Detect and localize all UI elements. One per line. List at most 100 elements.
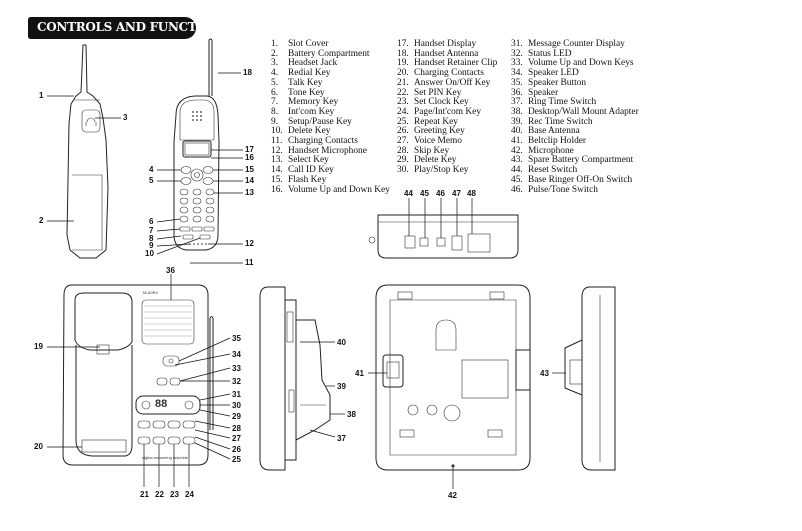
legend-label: Charging Contacts — [414, 68, 484, 79]
legend-number: 18. — [397, 48, 409, 59]
legend-item: 46.Pulse/Tone Switch — [511, 185, 598, 195]
legend-item: 43.Spare Battery Compartment — [511, 155, 633, 165]
legend-number: 4. — [271, 68, 279, 79]
callout-6: 6 — [149, 217, 154, 226]
legend-label: Ring Time Switch — [528, 97, 597, 108]
legend-item: 3.Headset Jack — [271, 58, 337, 68]
legend-label: Desktop/Wall Mount Adapter — [528, 106, 639, 117]
legend-number: 28. — [397, 145, 409, 156]
legend-item: 9.Setup/Pause Key — [271, 117, 352, 127]
legend-item: 22.Set PIN Key — [397, 88, 461, 98]
legend-label: Base Ringer Off-On Switch — [528, 174, 633, 185]
legend-item: 6. Tone Key — [271, 88, 325, 98]
callout-28: 28 — [232, 424, 241, 433]
legend-number: 16. — [271, 184, 283, 195]
legend-number: 41. — [511, 136, 523, 146]
legend-label: Select Key — [288, 155, 329, 166]
legend-item: 10.Delete Key — [271, 126, 330, 136]
callout-11: 11 — [245, 258, 254, 267]
legend-item: 27.Voice Memo — [397, 136, 462, 146]
legend-number: 45. — [511, 174, 523, 185]
callout-32: 32 — [232, 377, 241, 386]
legend-number: 40. — [511, 126, 523, 137]
legend-label: Greeting Key — [414, 126, 465, 137]
legend-item: 32.Status LED — [511, 49, 572, 59]
callout-2: 2 — [39, 216, 44, 225]
legend-number: 12. — [271, 145, 283, 156]
legend-label: Delete Key — [414, 155, 457, 166]
legend-label: Handset Display — [414, 39, 477, 49]
legend-item: 24.Page/Int'com Key — [397, 107, 481, 117]
callout-19: 19 — [34, 342, 43, 351]
legend-item: 21.Answer On/Off Key — [397, 78, 490, 88]
legend-label: Headset Jack — [288, 58, 338, 69]
legend-label: Call ID Key — [288, 165, 334, 176]
callout-38: 38 — [347, 410, 356, 419]
legend-number: 26. — [397, 126, 409, 137]
legend-label: Skip Key — [414, 145, 450, 156]
base-back-view — [375, 284, 531, 471]
legend-item: 14. Call ID Key — [271, 165, 334, 175]
callout-16: 16 — [245, 153, 254, 162]
legend-number: 30. — [397, 165, 409, 176]
callout-17: 17 — [245, 145, 254, 154]
legend-item: 13. Select Key — [271, 155, 329, 165]
legend-number: 5. — [271, 77, 279, 88]
legend-item: 5. Talk Key — [271, 78, 323, 88]
callout-13: 13 — [245, 188, 254, 197]
legend-number: 13. — [271, 155, 283, 166]
legend-number: 38. — [511, 106, 523, 117]
callout-27: 27 — [232, 434, 241, 443]
legend-item: 2.Battery Compartment — [271, 49, 370, 59]
handset-front-view — [173, 38, 220, 251]
section-title: CONTROLS AND FUNCTIONS — [37, 20, 232, 34]
legend-item: 16.Volume Up and Down Key — [271, 185, 390, 195]
legend-label: Battery Compartment — [288, 48, 370, 59]
legend-label: Message Counter Display — [528, 39, 625, 49]
legend-label: Slot Cover — [288, 39, 329, 49]
legend-label: Volume Up and Down Keys — [528, 58, 634, 69]
legend-item: 12.Handset Microphone — [271, 146, 367, 156]
legend-number: 22. — [397, 87, 409, 98]
legend-number: 24. — [397, 106, 409, 117]
callout-47: 47 — [452, 189, 461, 198]
legend-item: 4.Redial Key — [271, 68, 330, 78]
legend-number: 7. — [271, 97, 279, 108]
legend-item: 28. Skip Key — [397, 146, 449, 156]
callout-23: 23 — [170, 490, 179, 499]
legend-label: Flash Key — [288, 174, 327, 185]
legend-label: Voice Memo — [414, 136, 462, 146]
callout-24: 24 — [185, 490, 194, 499]
callout-5: 5 — [149, 176, 154, 185]
legend-number: 6. — [271, 87, 279, 98]
legend-number: 14. — [271, 165, 283, 176]
callout-20: 20 — [34, 442, 43, 451]
callout-9: 9 — [149, 241, 154, 250]
legend-label: Play/Stop Key — [414, 165, 469, 176]
legend-item: 20.Charging Contacts — [397, 68, 484, 78]
legend-label: Answer On/Off Key — [414, 77, 491, 88]
legend-number: 33. — [511, 58, 523, 69]
legend-label: Talk Key — [288, 77, 323, 88]
legend-item: 30. Play/Stop Key — [397, 165, 468, 175]
legend-item: 41.Beltclip Holder — [511, 136, 586, 146]
legend-item: 23.Set Clock Key — [397, 97, 469, 107]
legend-label: Handset Antenna — [414, 48, 479, 59]
legend-item: 45. Base Ringer Off-On Switch — [511, 175, 632, 185]
callout-1: 1 — [39, 91, 44, 100]
callout-12: 12 — [245, 239, 254, 248]
legend-item: 11.Charging Contacts — [271, 136, 358, 146]
callout-8: 8 — [149, 234, 154, 243]
callout-37: 37 — [337, 434, 346, 443]
section-title-banner: CONTROLS AND FUNCTIONS — [28, 17, 231, 39]
legend-number: 43. — [511, 155, 523, 166]
legend-label: Tone Key — [288, 87, 325, 98]
legend-item: 31.Message Counter Display — [511, 39, 625, 49]
legend-label: Delete Key — [288, 126, 331, 137]
legend-label: Base Antenna — [528, 126, 580, 137]
callout-48: 48 — [467, 189, 476, 198]
legend-label: Handset Retainer Clip — [414, 58, 498, 69]
legend-item: 26. Greeting Key — [397, 126, 465, 136]
legend-number: 15. — [271, 174, 283, 185]
